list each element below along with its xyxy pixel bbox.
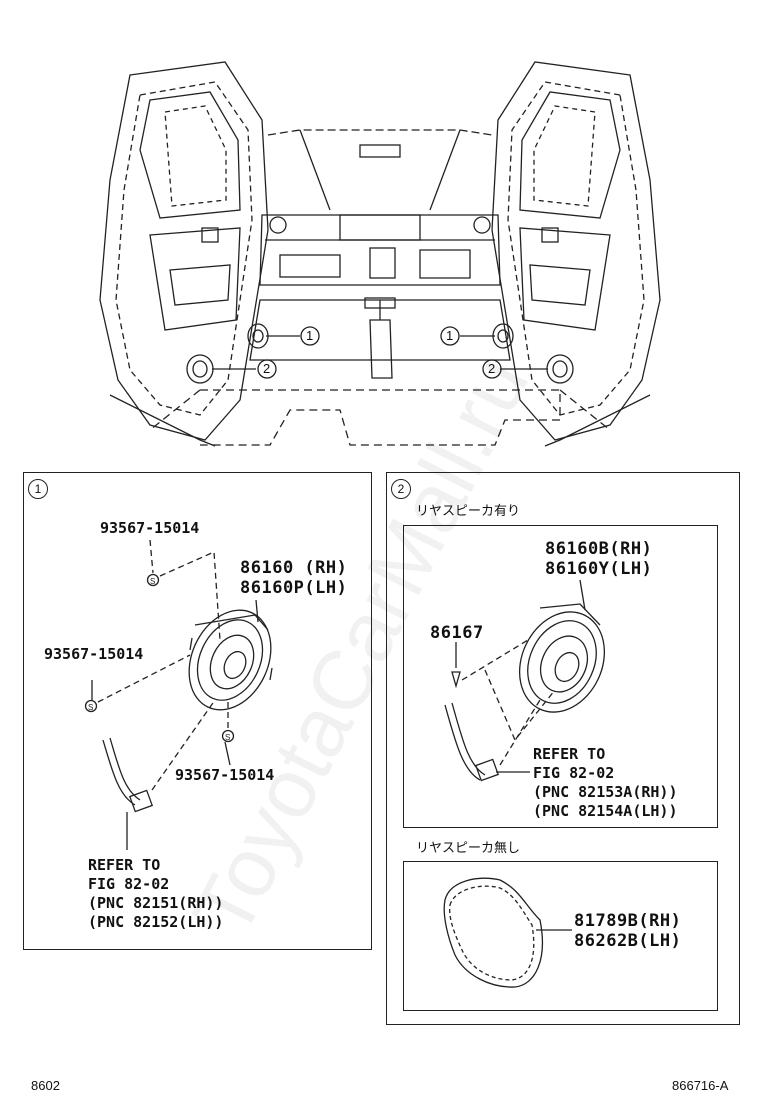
part-number-screw-bottom: 93567-15014 — [175, 766, 275, 784]
vehicle-interior-illustration — [99, 61, 661, 447]
part-number-rear-speaker-lh: 86160Y(LH) — [545, 559, 653, 579]
rear-refer-note-line-2: FIG 82-02 — [533, 764, 615, 782]
part-number-cover-rh: 81789B(RH) — [574, 911, 682, 931]
svg-text:S: S — [88, 703, 93, 712]
footer-figure-code: 8602 — [31, 1078, 60, 1093]
callout-circle-1-left — [300, 326, 320, 346]
callout-label-1-left: 1 — [306, 328, 314, 343]
callout-circle-2-left — [257, 359, 277, 379]
refer-note-line-2: FIG 82-02 — [88, 875, 170, 893]
panel2-cover-drawing — [443, 877, 572, 988]
svg-text:S: S — [150, 577, 155, 586]
with-rear-speaker-box — [403, 525, 718, 828]
footer-illustration-id: 866716-A — [672, 1078, 729, 1093]
part-number-screw-top: 93567-15014 — [100, 519, 200, 537]
rear-refer-note-line-4: (PNC 82154A(LH)) — [533, 802, 678, 820]
rear-refer-note-line-1: REFER TO — [533, 745, 606, 763]
panel-front-door-speaker — [23, 472, 372, 950]
callout-label-1-right: 1 — [446, 328, 454, 343]
part-number-clip: 86167 — [430, 623, 484, 643]
callout-label-2-right: 2 — [488, 361, 496, 376]
without-rear-speaker-title: リヤスピーカ無し — [416, 841, 521, 856]
callout-circle-2-right — [482, 359, 502, 379]
svg-text:S: S — [225, 733, 230, 742]
panel1-speaker-drawing: S S S — [84, 539, 273, 850]
panel-rear-speaker — [386, 472, 740, 1025]
rear-refer-note-line-3: (PNC 82153A(RH)) — [533, 783, 678, 801]
panel1-index-badge: 1 — [28, 479, 48, 499]
with-rear-speaker-title: リヤスピーカ有り — [416, 504, 521, 519]
without-rear-speaker-box — [403, 861, 718, 1011]
part-number-speaker-lh: 86160P(LH) — [240, 578, 348, 598]
callout-circle-1-right — [440, 326, 460, 346]
callout-label-2-left: 2 — [263, 361, 271, 376]
part-number-screw-left: 93567-15014 — [44, 645, 144, 663]
part-number-cover-lh: 86262B(LH) — [574, 931, 682, 951]
panel2-index-badge: 2 — [391, 479, 411, 499]
panel2-speaker-drawing — [444, 579, 606, 782]
refer-note-line-4: (PNC 82152(LH)) — [88, 913, 224, 931]
part-number-speaker-rh: 86160 (RH) — [240, 558, 348, 578]
refer-note-line-3: (PNC 82151(RH)) — [88, 894, 224, 912]
refer-note-line-1: REFER TO — [88, 856, 161, 874]
part-number-rear-speaker-rh: 86160B(RH) — [545, 539, 653, 559]
